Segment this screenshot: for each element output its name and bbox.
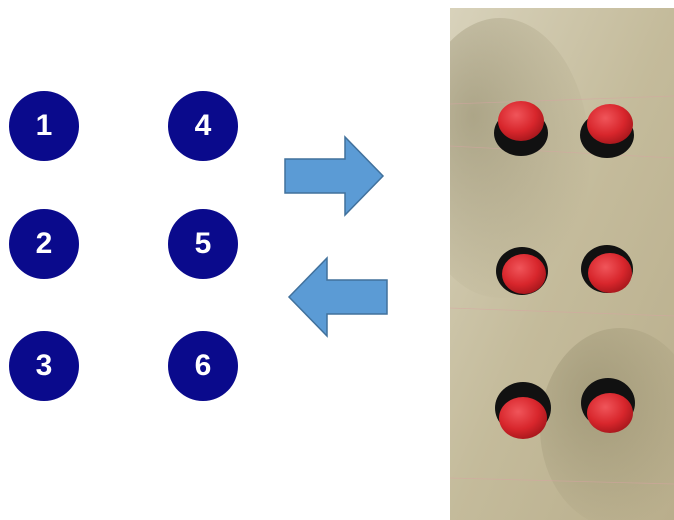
push-button <box>581 378 635 433</box>
dot-2: 2 <box>9 209 79 279</box>
push-button <box>495 382 551 439</box>
push-buttons-photo <box>450 8 674 520</box>
push-button <box>496 247 548 295</box>
dot-6: 6 <box>168 331 238 401</box>
dot-3: 3 <box>9 331 79 401</box>
push-button <box>580 104 634 158</box>
dot-1: 1 <box>9 91 79 161</box>
dot-4: 4 <box>168 91 238 161</box>
push-button <box>581 245 633 293</box>
arrow-left-icon <box>287 256 388 338</box>
arrow-right-icon <box>284 135 385 217</box>
push-button <box>494 101 548 156</box>
dot-5: 5 <box>168 209 238 279</box>
